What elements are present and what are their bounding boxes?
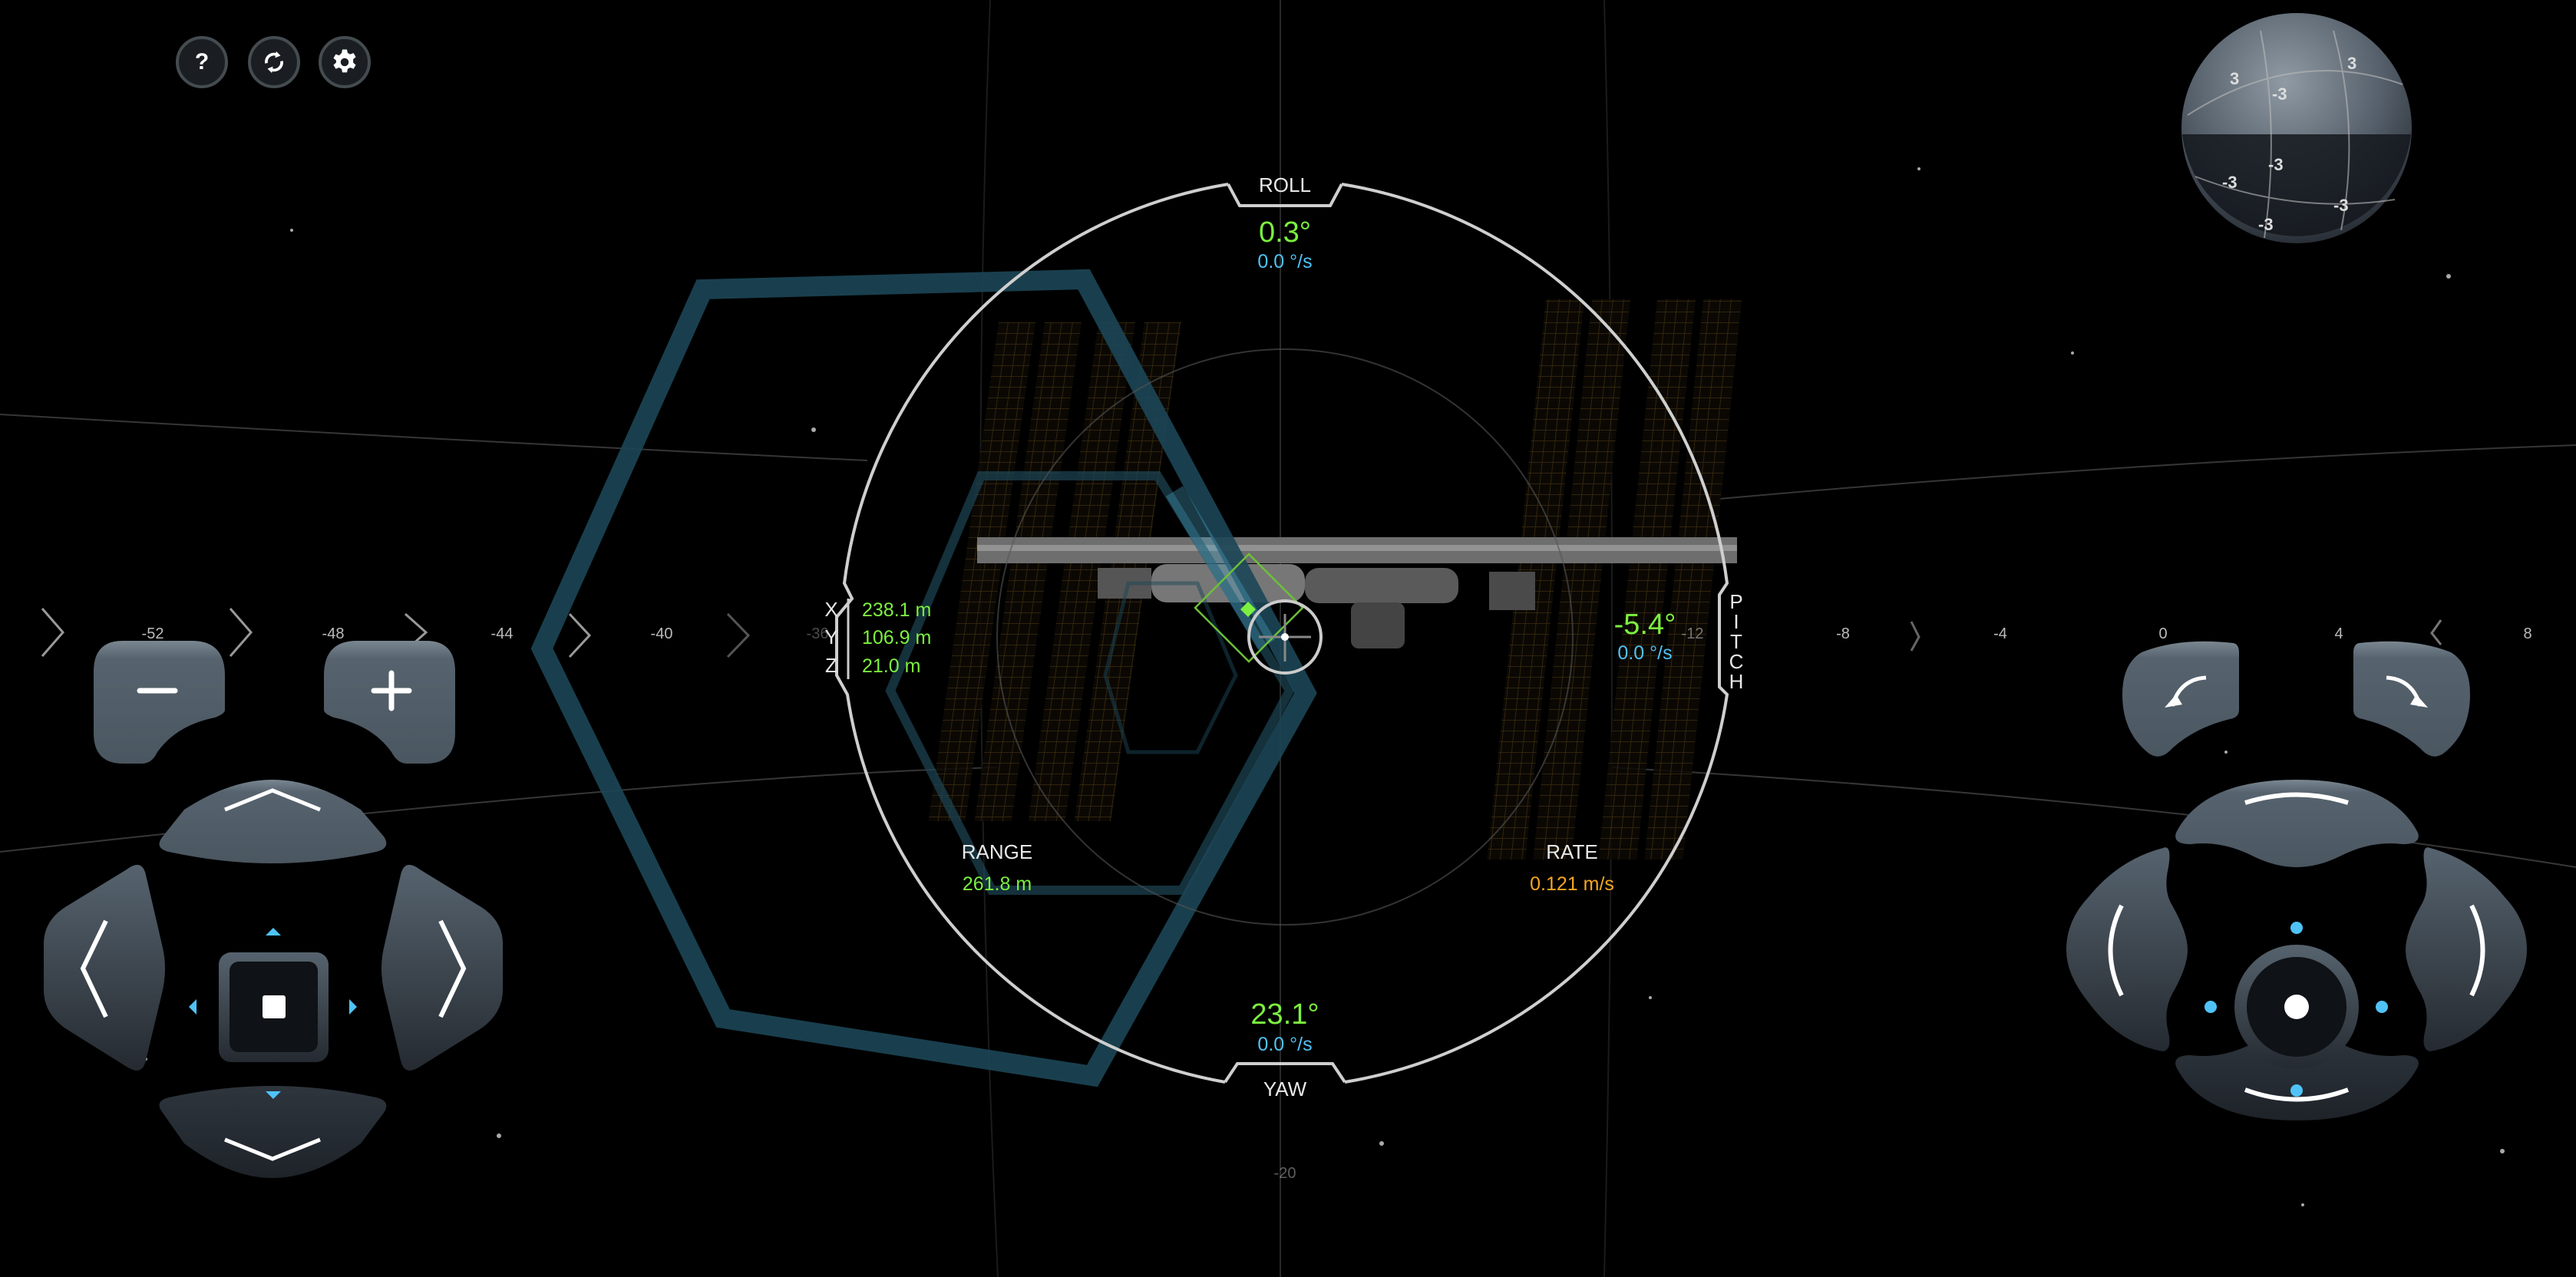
translate-down-button[interactable] — [159, 1086, 387, 1178]
scale-tick: 8 — [2523, 625, 2531, 642]
svg-text:P: P — [1729, 590, 1742, 613]
scale-tick: 4 — [2334, 625, 2343, 642]
refresh-icon — [265, 51, 283, 74]
pitch-rate: 0.0 °/s — [1617, 642, 1672, 664]
horizontal-scale: -52 -48 -44 -40 -36 -8 -4 0 4 8 -20 — [41, 608, 2532, 1182]
scale-tick: -48 — [322, 625, 345, 642]
svg-text:-3: -3 — [2222, 173, 2237, 192]
rotation-indicators — [2204, 922, 2388, 1097]
chevron-up-icon — [224, 788, 321, 812]
chevron-down-icon — [224, 1137, 321, 1161]
pitch-up-button[interactable] — [2175, 780, 2419, 867]
x-label: X — [824, 598, 837, 621]
svg-text:-3: -3 — [2272, 84, 2287, 104]
arc-up-icon — [2244, 792, 2349, 805]
arc-left-icon — [2108, 904, 2124, 997]
z-label: Z — [825, 654, 837, 677]
translate-left-button[interactable] — [44, 864, 165, 1071]
target-reticle — [1194, 553, 1323, 675]
yaw-rate: 0.0 °/s — [1257, 1034, 1312, 1055]
yaw-left-button[interactable] — [2066, 847, 2188, 1051]
settings-button[interactable] — [319, 36, 371, 88]
arc-right-icon — [2469, 904, 2485, 997]
help-button[interactable]: ? — [176, 36, 228, 88]
stop-icon — [263, 995, 286, 1018]
rate-label: RATE — [1546, 840, 1597, 863]
rate-value: 0.121 m/s — [1530, 873, 1614, 895]
translation-controls — [44, 641, 503, 1178]
yaw-label: YAW — [1263, 1077, 1307, 1100]
scale-tick: -8 — [1836, 625, 1850, 642]
svg-text:-3: -3 — [2258, 215, 2274, 234]
space-station — [928, 299, 1742, 860]
plus-icon — [371, 670, 412, 711]
roll-rate: 0.0 °/s — [1257, 251, 1312, 272]
roll-label: ROLL — [1259, 173, 1311, 196]
translate-forward-button[interactable] — [324, 641, 455, 764]
scale-tick: -4 — [1993, 625, 2007, 642]
question-icon: ? — [194, 49, 210, 74]
translate-right-button[interactable] — [381, 864, 503, 1071]
translate-stop-button[interactable] — [219, 952, 329, 1062]
y-value: 106.9 m — [862, 627, 931, 648]
scale-tick: 0 — [2158, 625, 2167, 642]
svg-text:C: C — [1729, 650, 1744, 673]
svg-text:3: 3 — [2230, 69, 2239, 88]
gear-icon — [333, 49, 356, 73]
reset-button[interactable] — [248, 36, 300, 88]
roll-left-button[interactable] — [2122, 641, 2239, 757]
scale-tick: -12 — [1682, 625, 1704, 642]
range-label: RANGE — [962, 840, 1032, 863]
scale-tick: -52 — [142, 625, 164, 642]
yaw-right-button[interactable] — [2406, 847, 2527, 1051]
direction-indicators — [189, 928, 357, 1099]
rotation-controls — [2066, 641, 2527, 1120]
attitude-ball: 3 -3 3 -3 -3 -3 -3 — [2181, 13, 2412, 243]
target-marker — [1240, 602, 1256, 617]
scale-tick: -44 — [491, 625, 514, 642]
translate-up-button[interactable] — [159, 780, 387, 863]
rotation-stop-button[interactable] — [2234, 945, 2359, 1069]
approach-corridor — [530, 269, 1317, 1087]
crosshair-circle — [1247, 599, 1323, 675]
scale-tick: -36 — [807, 625, 829, 642]
svg-text:-3: -3 — [2268, 155, 2284, 174]
y-label: Y — [824, 625, 837, 648]
svg-text:T: T — [1730, 630, 1742, 653]
scale-tick: -40 — [651, 625, 673, 642]
roll-right-button[interactable] — [2353, 641, 2470, 757]
hud-ring — [835, 183, 1729, 1084]
svg-text:-3: -3 — [2333, 196, 2349, 215]
pitch-angle: -5.4° — [1614, 609, 1676, 641]
center-dot-icon — [2284, 995, 2309, 1019]
range-value: 261.8 m — [963, 873, 1032, 895]
chevron-left-icon — [80, 919, 108, 1018]
translate-backward-button[interactable] — [94, 641, 225, 764]
pitch-label: P I T C H — [1729, 590, 1744, 693]
pitch-down-button[interactable] — [2175, 1032, 2419, 1120]
scale-tick-vertical: -20 — [1274, 1165, 1296, 1182]
arc-down-icon — [2244, 1087, 2350, 1102]
solar-panels-right — [1487, 299, 1742, 860]
yaw-angle: 23.1° — [1250, 998, 1319, 1031]
chevron-right-icon — [438, 919, 467, 1018]
z-value: 21.0 m — [862, 655, 920, 677]
svg-text:H: H — [1729, 670, 1744, 693]
svg-text:I: I — [1733, 610, 1739, 633]
x-value: 238.1 m — [862, 599, 931, 621]
roll-angle: 0.3° — [1259, 216, 1311, 249]
svg-text:3: 3 — [2347, 54, 2356, 73]
